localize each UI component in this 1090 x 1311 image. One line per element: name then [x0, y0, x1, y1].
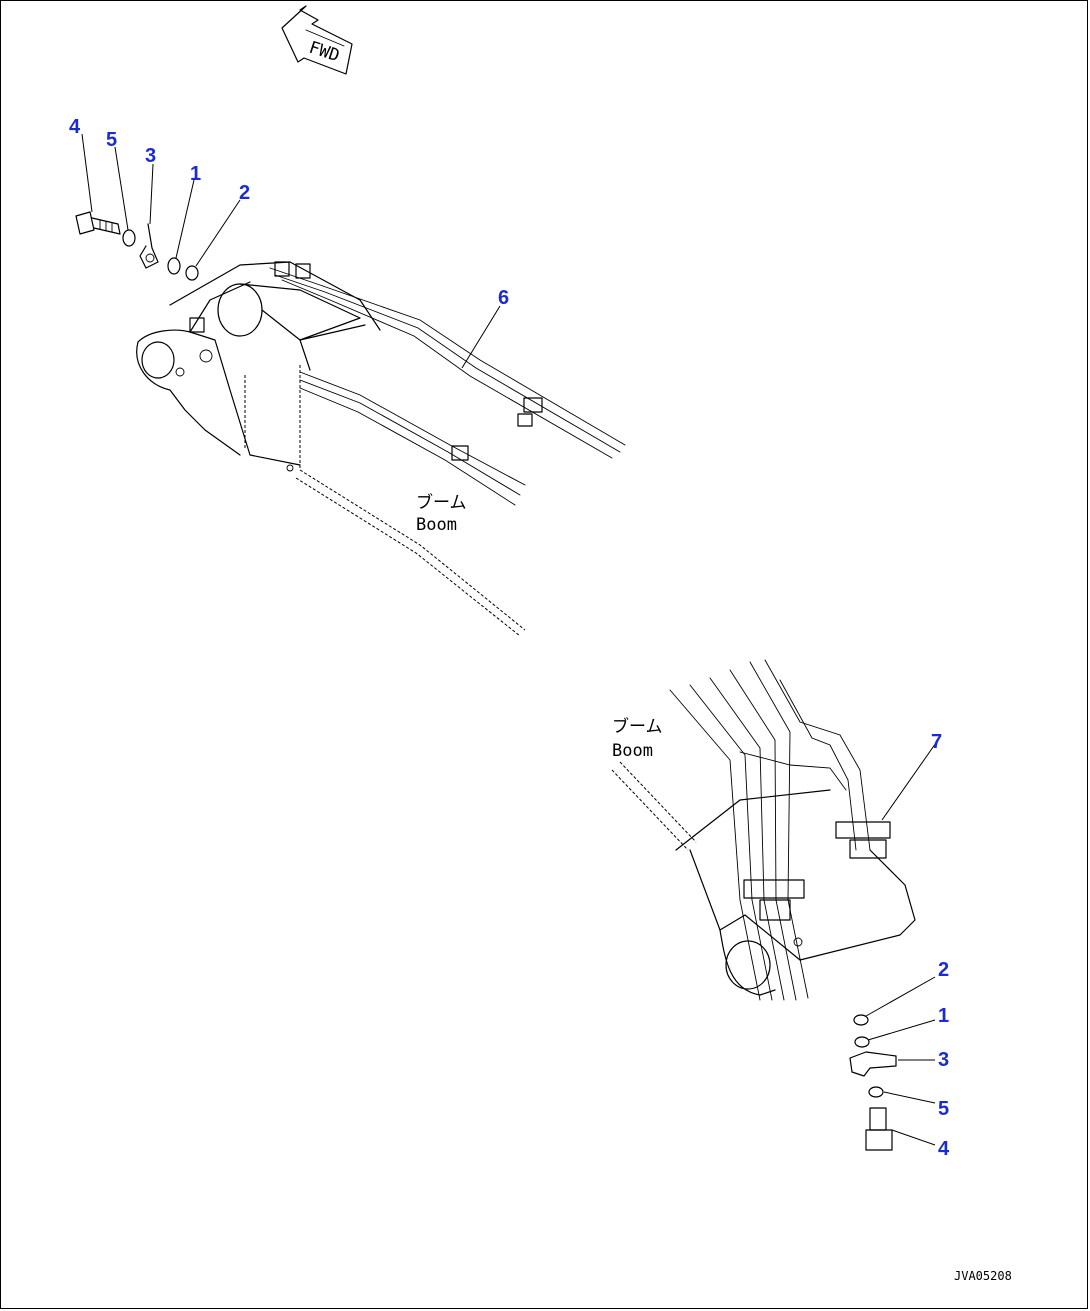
drawing-code: JVA05208	[954, 1269, 1012, 1283]
callout-1-bottom: 1	[938, 1005, 949, 1027]
hardware-top	[75, 133, 501, 369]
boom-label-jp-top: ブーム	[416, 492, 467, 513]
callout-7: 7	[931, 731, 942, 753]
callout-2-bottom: 2	[938, 959, 949, 981]
callout-4-top: 4	[69, 116, 81, 138]
callouts-top: 4 5 3 1 2 6	[69, 116, 509, 309]
callout-5-bottom: 5	[938, 1098, 949, 1120]
callout-2-top: 2	[239, 182, 250, 204]
callout-5-top: 5	[106, 129, 117, 151]
hardware-bottom	[849, 739, 939, 1151]
callout-3-bottom: 3	[938, 1049, 949, 1071]
fwd-label: FWD	[306, 38, 341, 67]
boom-label-en-bottom: Boom	[612, 741, 653, 761]
callout-3-top: 3	[145, 145, 156, 167]
callouts-bottom: 7 2 1 3 5 4	[931, 731, 950, 1160]
boom-label-en-top: Boom	[416, 515, 457, 535]
boom-top-view	[136, 261, 626, 637]
fwd-arrow: FWD	[281, 5, 353, 75]
callout-1-top: 1	[190, 163, 201, 185]
boom-bottom-view	[611, 659, 916, 1001]
boom-label-jp-bottom: ブーム	[612, 716, 663, 737]
callout-6: 6	[498, 287, 509, 309]
callout-4-bottom: 4	[938, 1138, 950, 1160]
